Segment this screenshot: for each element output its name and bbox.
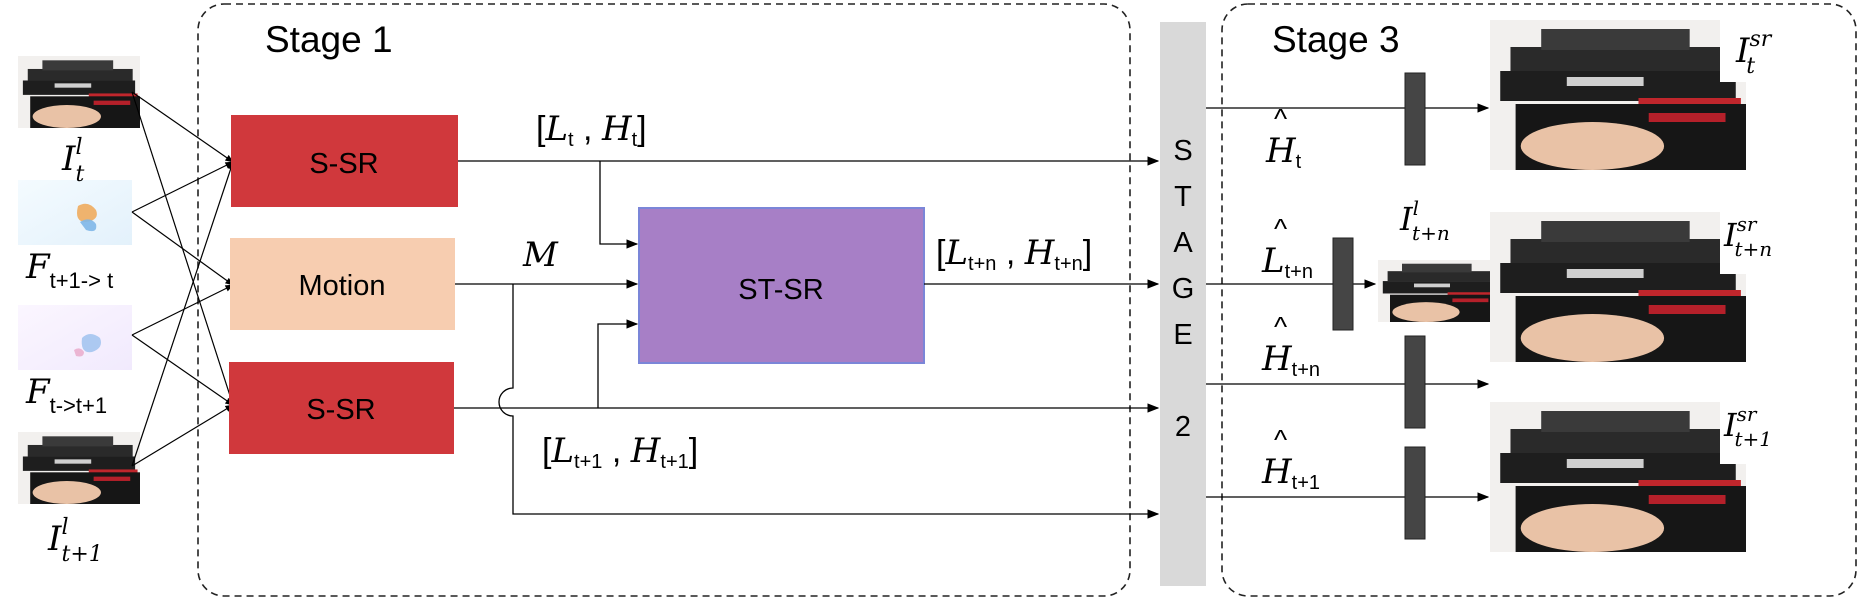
refine-block-l-tn (1332, 237, 1354, 331)
stage2-letter: G (1172, 273, 1195, 305)
label-l-hat-tn: ^ Lt+n (1261, 213, 1313, 283)
svg-text:Lt+n: Lt+n (1261, 241, 1313, 283)
stage3-title: Stage 3 (1272, 19, 1400, 60)
ssr-block-top (231, 115, 458, 207)
label-h-hat-t: ^ Ht (1265, 103, 1302, 173)
output-sr-tn-image (1490, 212, 1746, 362)
stsr-block-label: ST-SR (738, 274, 823, 306)
input-frame-t1-thumbnail (18, 432, 140, 504)
stage2-letter: E (1173, 319, 1192, 351)
svg-text:Ht+n: Ht+n (1261, 339, 1320, 381)
refine-block-h-tn (1404, 335, 1426, 429)
svg-text:^: ^ (1274, 311, 1287, 342)
stage3-frame (1221, 3, 1857, 597)
label-lh-t: [Lt , Ht] (536, 109, 647, 151)
input-label-f-forward: Ft+1-> t (25, 247, 113, 293)
stage1-frame (197, 3, 1131, 597)
input-connections (131, 91, 234, 467)
svg-text:^: ^ (1274, 213, 1287, 244)
lr-frame-tn-thumbnail (1378, 260, 1498, 322)
svg-text:[Lt+1 , Ht+1]: [Lt+1 , Ht+1] (542, 431, 698, 473)
svg-text:Ft->t+1: Ft->t+1 (25, 372, 107, 418)
output-sr-t1-image (1490, 402, 1746, 552)
ssr-block-bottom (229, 362, 454, 454)
ssr-block-bottom-label: S-SR (306, 394, 375, 426)
svg-text:Ft+1-> t: Ft+1-> t (25, 247, 113, 293)
svg-text:^: ^ (1274, 424, 1287, 455)
stsr-block (638, 207, 925, 364)
refine-block-h-t (1404, 72, 1426, 166)
input-label-f-backward: Ft->t+1 (25, 372, 107, 418)
stage1-connections (454, 156, 1160, 519)
svg-text:Ilt: Ilt (61, 135, 84, 187)
flow-forward-thumbnail (18, 180, 132, 245)
label-lh-t1: [Lt+1 , Ht+1] (542, 431, 698, 473)
svg-text:Ilt+1: Ilt+1 (47, 515, 103, 567)
output-sr-tn-label-box (1720, 212, 1816, 274)
input-frame-t-thumbnail (18, 56, 140, 128)
svg-text:[Lt , Ht]: [Lt , Ht] (536, 109, 647, 151)
stage2-number: 2 (1175, 411, 1191, 443)
motion-block-label: Motion (298, 270, 385, 302)
ssr-block-top-label: S-SR (309, 148, 378, 180)
svg-text:Ht: Ht (1265, 131, 1302, 173)
stage1-title: Stage 1 (265, 19, 393, 60)
svg-text:[Lt+n , Ht+n]: [Lt+n , Ht+n] (936, 233, 1092, 275)
label-h-hat-t1: ^ Ht+1 (1261, 424, 1320, 494)
stage2-letter: A (1173, 227, 1193, 259)
refine-block-h-t1 (1404, 446, 1426, 540)
svg-text:Ht+1: Ht+1 (1261, 452, 1320, 494)
flow-backward-thumbnail (18, 305, 132, 370)
label-h-hat-tn: ^ Ht+n (1261, 311, 1320, 381)
output-sr-t1-label-box (1720, 402, 1816, 464)
label-m: M (522, 235, 559, 275)
stage2-letter: S (1173, 135, 1192, 167)
output-sr-t-image (1490, 20, 1746, 170)
output-sr-t-label-box (1720, 20, 1816, 82)
svg-text:^: ^ (1274, 103, 1287, 134)
stage2-letter: T (1174, 181, 1192, 213)
motion-block (230, 238, 455, 330)
svg-text:Ilt+n: Ilt+n (1399, 196, 1450, 245)
stage2-bar (1160, 22, 1206, 586)
label-lh-tn: [Lt+n , Ht+n] (936, 233, 1092, 275)
